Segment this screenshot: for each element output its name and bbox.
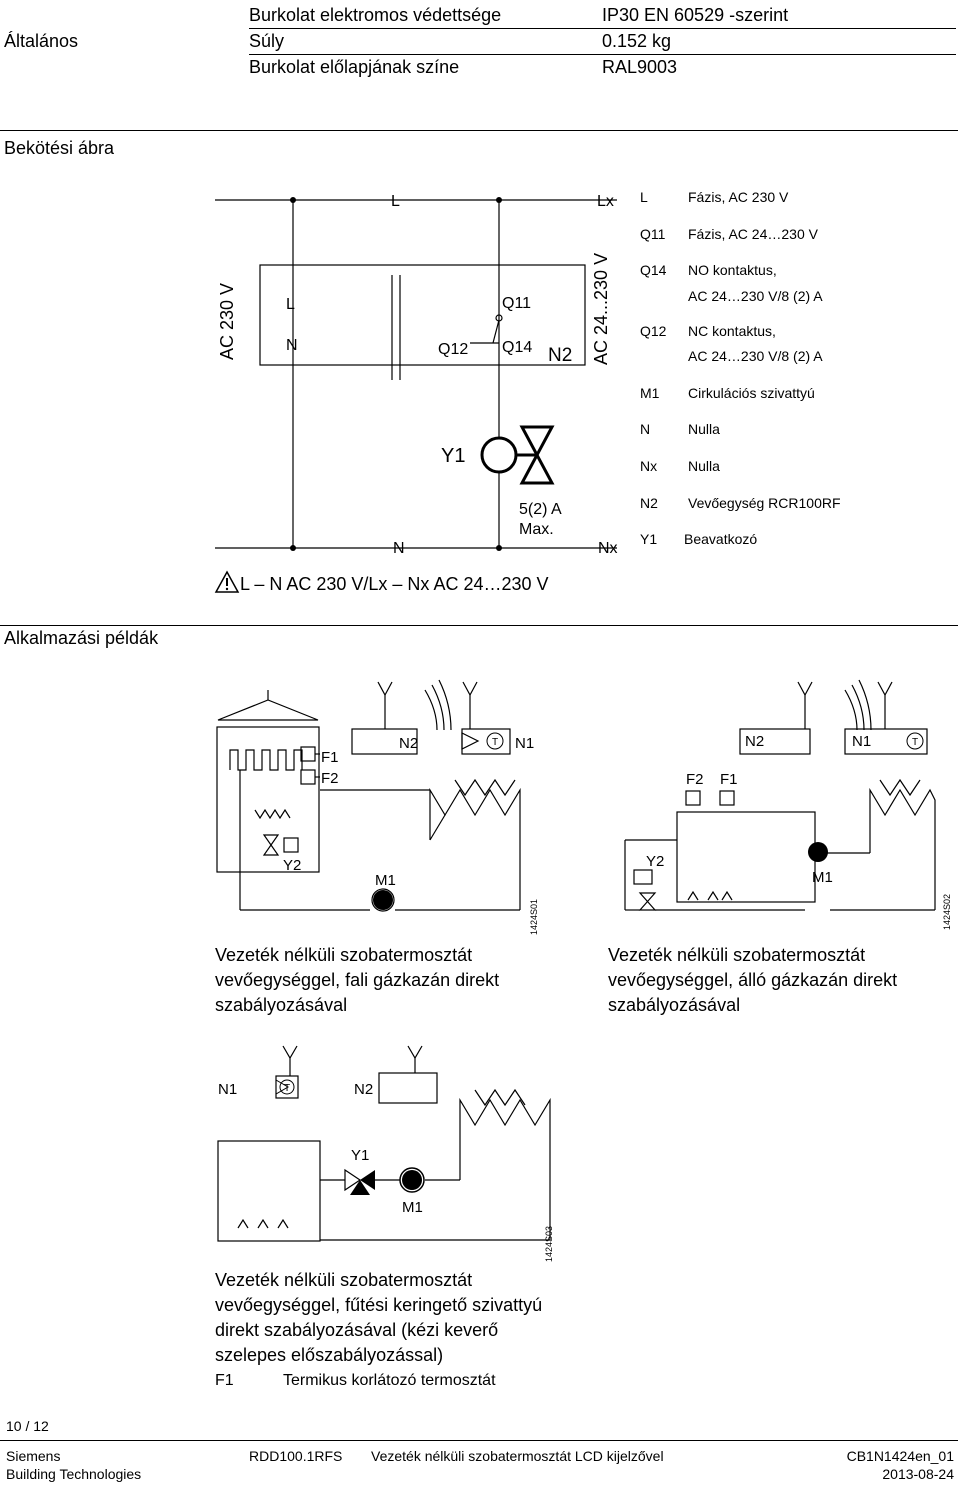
label-N-inner: N <box>286 337 298 354</box>
label-Q14: Q14 <box>502 339 532 356</box>
legend-desc: Cirkulációs szivattyú <box>688 385 815 401</box>
legend-code: Q12 <box>640 323 667 339</box>
label-F1: F1 <box>321 749 339 766</box>
legend-code: L <box>640 189 648 205</box>
caption-example-2: Vezeték nélküli szobatermosztát vevőegys… <box>608 945 898 1015</box>
legend-desc: Nulla <box>688 458 720 474</box>
footer-company: Siemens <box>6 1448 61 1464</box>
legend-code: Q14 <box>640 262 667 278</box>
warning-icon <box>214 570 240 593</box>
legend-desc: Fázis, AC 24…230 V <box>688 226 818 242</box>
label-N2: N2 <box>354 1081 373 1098</box>
diagram-code: 1424S02 <box>942 894 952 930</box>
footer-date: 2013-08-24 <box>882 1466 954 1482</box>
label-Q12: Q12 <box>438 341 468 358</box>
diagram-code: 1424S03 <box>544 1226 554 1262</box>
label-ac24-230: AC 24...230 V <box>591 253 611 365</box>
label-M1: M1 <box>812 869 833 886</box>
legend-code: N <box>640 421 651 437</box>
caption-example-1: Vezeték nélküli szobatermosztát vevőegys… <box>215 945 500 1015</box>
label-L-top: L <box>391 193 400 210</box>
legend-desc: AC 24…230 V/8 (2) A <box>688 288 823 304</box>
legend-desc: Beavatkozó <box>684 531 758 547</box>
label-Lx-top: Lx <box>597 193 614 210</box>
caption-example-3: Vezeték nélküli szobatermosztát vevőegys… <box>215 1270 543 1365</box>
label-F1: F1 <box>720 771 738 788</box>
label-T: T <box>912 737 918 748</box>
label-N1: N1 <box>218 1081 237 1098</box>
label-N2: N2 <box>399 735 418 752</box>
spec-label: Burkolat előlapjának színe <box>249 57 460 77</box>
footer-division: Building Technologies <box>6 1466 142 1482</box>
section-divider <box>0 130 958 131</box>
label-max-current: 5(2) A <box>519 501 562 518</box>
label-Q11: Q11 <box>502 295 531 312</box>
application-diagram-1: T N2 N1 F1 F2 Y2 M1 1424S01 <box>216 679 539 935</box>
wiring-diagram: L Lx AC 230 V AC 24...230 V L N Q11 Q12 … <box>215 193 618 557</box>
footer-product: RDD100.1RFS <box>249 1448 343 1464</box>
divider <box>249 28 956 29</box>
label-Y2: Y2 <box>283 857 301 874</box>
footer-doc-code: CB1N1424en_01 <box>846 1448 954 1464</box>
legend-desc: Nulla <box>688 421 720 437</box>
label-N2: N2 <box>745 733 764 750</box>
label-ac230: AC 230 V <box>217 283 237 360</box>
legend-code: Q11 <box>640 226 666 242</box>
legend-desc: AC 24…230 V/8 (2) A <box>688 348 823 364</box>
spec-label: Burkolat elektromos védettsége <box>249 5 502 25</box>
label-Y1: Y1 <box>441 445 465 467</box>
label-N1: N1 <box>852 733 871 750</box>
section-title-examples: Alkalmazási példák <box>4 628 159 648</box>
note-desc: Termikus korlátozó termosztát <box>283 1372 496 1389</box>
label-Nx-bottom: Nx <box>598 540 618 557</box>
spec-value: IP30 EN 60529 -szerint <box>602 5 789 25</box>
label-Y1: Y1 <box>351 1147 369 1164</box>
label-Y2: Y2 <box>646 853 664 870</box>
label-N2: N2 <box>548 345 572 366</box>
label-max: Max. <box>519 521 554 538</box>
legend-desc: NC kontaktus, <box>688 323 776 339</box>
note-code: F1 <box>215 1372 234 1389</box>
legend-code: N2 <box>640 495 658 511</box>
footer-doc-title: Vezeték nélküli szobatermosztát LCD kije… <box>371 1448 664 1464</box>
legend-code: Y1 <box>640 531 658 547</box>
page-number: 10 / 12 <box>6 1418 49 1434</box>
section-label-general: Általános <box>4 31 79 51</box>
spec-label: Súly <box>249 31 285 51</box>
label-N-bottom: N <box>393 540 405 557</box>
label-M1: M1 <box>375 872 396 889</box>
label-M1: M1 <box>402 1199 423 1216</box>
label-T: T <box>284 1083 290 1094</box>
section-divider <box>0 625 958 626</box>
footer-divider <box>0 1440 958 1441</box>
section-title-wiring: Bekötési ábra <box>4 138 115 158</box>
spec-value: 0.152 kg <box>602 31 672 51</box>
legend-desc: NO kontaktus, <box>688 262 777 278</box>
divider <box>249 54 956 55</box>
application-diagram-3: T N1 N2 Y1 M1 1424S03 <box>217 1045 554 1262</box>
label-L-inner: L <box>286 296 295 313</box>
label-F2: F2 <box>321 770 339 787</box>
legend-code: Nx <box>640 458 658 474</box>
legend-code: M1 <box>640 385 660 401</box>
label-T: T <box>492 737 498 748</box>
warning-text: L – N AC 230 V/Lx – Nx AC 24…230 V <box>240 574 549 594</box>
application-diagram-2: T N2 N1 F2 F1 Y2 M1 1424S02 <box>624 679 952 930</box>
label-F2: F2 <box>686 771 704 788</box>
legend-desc: Vevőegység RCR100RF <box>688 495 841 511</box>
spec-value: RAL9003 <box>602 57 678 77</box>
diagram-code: 1424S01 <box>529 899 539 935</box>
label-N1: N1 <box>515 735 534 752</box>
legend-desc: Fázis, AC 230 V <box>688 189 789 205</box>
